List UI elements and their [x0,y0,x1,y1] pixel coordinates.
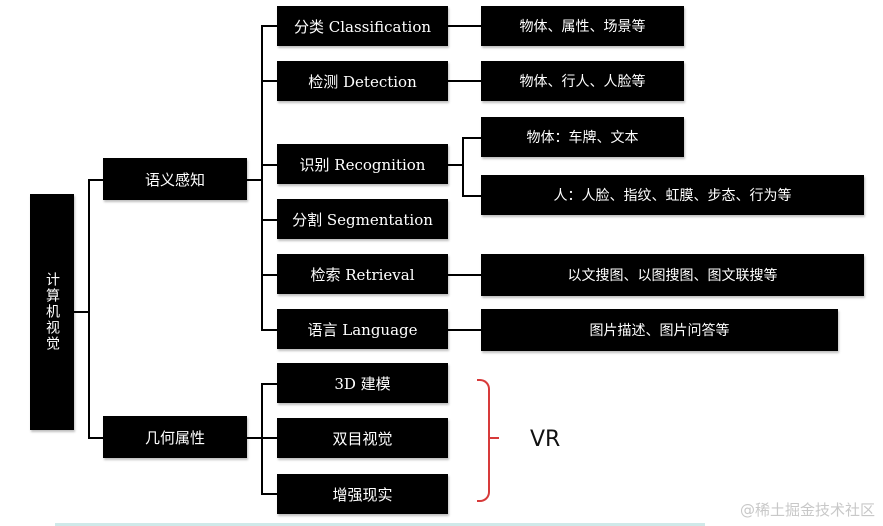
detection-connector [261,80,278,82]
classification-detail-node: 物体、属性、场景等 [481,6,684,46]
detection-node: 检测 Detection [277,61,448,101]
retrieval-connector [261,274,278,276]
vr-bracket [477,379,490,502]
recognition-detail-connector [447,164,464,166]
root-node: 计算机视觉 [30,194,74,430]
language-detail-connector [447,329,482,331]
geometric-spine [261,383,263,495]
segmentation-node: 分割 Segmentation [277,199,448,239]
vr-bracket-tip [490,437,499,439]
branch-spine [88,179,90,439]
watermark: @稀土掘金技术社区 [739,501,875,519]
retrieval-node: 检索 Retrieval [277,254,448,294]
augmented-reality-node: 增强现实 [277,474,448,514]
language-connector [261,329,278,331]
recognition-connector [261,164,278,166]
bottom-accent-line [55,523,705,526]
recognition-node: 识别 Recognition [277,144,448,184]
recognition-objects-node: 物体：车牌、文本 [481,117,684,157]
recognition-people-connector [462,195,482,197]
classification-detail-connector [447,25,482,27]
semantic-connector [246,179,263,181]
semantic-branch-connector [88,179,104,181]
classification-connector [261,25,278,27]
recognition-detail-spine [462,137,464,197]
geometric-connector [246,437,263,439]
semantic-spine [261,25,263,331]
language-node: 语言 Language [277,309,448,349]
language-detail-node: 图片描述、图片问答等 [481,309,838,351]
geometric-properties-node: 几何属性 [103,416,247,458]
3d-modeling-node: 3D 建模 [277,363,448,403]
retrieval-detail-node: 以文搜图、以图搜图、图文联搜等 [481,254,864,296]
stereo-connector [261,437,278,439]
stereo-vision-node: 双目视觉 [277,418,448,458]
detection-detail-node: 物体、行人、人脸等 [481,61,684,101]
retrieval-detail-connector [447,274,482,276]
detection-detail-connector [447,80,482,82]
recognition-people-node: 人：人脸、指纹、虹膜、步态、行为等 [481,175,864,215]
classification-node: 分类 Classification [277,6,448,46]
ar-connector [261,493,278,495]
root-connector [73,311,90,313]
semantic-perception-node: 语义感知 [103,158,247,200]
vr-label: VR [530,427,561,452]
recognition-objects-connector [462,137,482,139]
modeling-connector [261,383,278,385]
segmentation-connector [261,219,278,221]
geometric-branch-connector [88,437,104,439]
